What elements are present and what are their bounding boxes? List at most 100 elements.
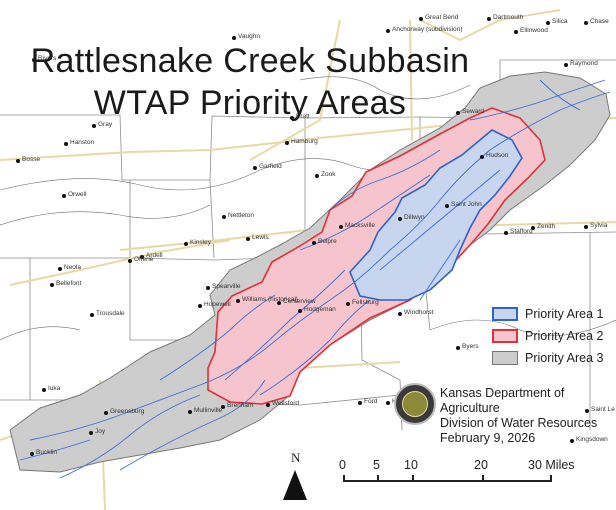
legend-swatch-priority-area-1: [492, 306, 518, 321]
scale-label: 30 Miles: [528, 458, 575, 472]
map-title-line-2: WTAP Priority Areas: [93, 84, 407, 122]
place-dot: [62, 194, 66, 198]
scale-line: [343, 480, 551, 482]
place-label: Macksville: [345, 222, 375, 229]
place-label: Zenith: [537, 223, 556, 230]
place-dot: [456, 111, 460, 115]
north-arrow: N: [282, 450, 312, 504]
place-label: Lewis: [252, 234, 269, 241]
place-dot: [42, 388, 46, 392]
north-label: N: [291, 450, 301, 465]
scale-tick: [412, 475, 414, 482]
place-dot: [188, 410, 192, 414]
place-label: Iuka: [48, 385, 61, 392]
credit-division: Division of Water Resources: [440, 416, 598, 430]
place-label: Raymond: [570, 60, 598, 67]
place-label: Wellsford: [272, 400, 299, 407]
place-label: Centerview: [283, 298, 316, 305]
place-dot: [277, 301, 281, 305]
place-dot: [90, 313, 94, 317]
stream: [0, 204, 211, 226]
place-dot: [92, 124, 96, 128]
priority-area-1-polygon: [349, 129, 523, 301]
scale-tick: [343, 475, 345, 482]
credit-date: February 9, 2026: [440, 431, 536, 445]
place-label: Gray: [98, 121, 113, 128]
place-label: Ellinwood: [520, 27, 548, 34]
legend-swatch-priority-area-2: [492, 328, 518, 343]
place-dot: [32, 58, 36, 62]
stream: [379, 169, 501, 271]
stream: [429, 319, 616, 336]
stream: [299, 174, 431, 251]
legend-swatch-priority-area-3: [492, 350, 518, 365]
place-dot: [184, 242, 188, 246]
place-dot: [285, 141, 289, 145]
place-dot: [206, 286, 210, 290]
place-dot: [584, 21, 588, 25]
place-dot: [480, 155, 484, 159]
stream: [299, 76, 471, 100]
place-label: Brenham: [227, 402, 254, 409]
place-dot: [346, 302, 350, 306]
place-label: Windhorst: [404, 309, 434, 316]
seal-inner: [402, 391, 428, 417]
place-label: Hopewell: [204, 301, 231, 308]
rivers-basin: [19, 79, 611, 479]
scale-tick: [550, 475, 552, 482]
place-dot: [564, 63, 568, 67]
legend-item-priority-area-2: Priority Area 2: [492, 326, 616, 345]
place-label: Trousdale: [96, 310, 125, 317]
place-label: Greensburg: [110, 408, 145, 415]
stream: [0, 326, 81, 341]
place-label: Hudson: [486, 152, 509, 159]
place-dot: [504, 231, 508, 235]
place-label: Sylvia: [590, 222, 608, 229]
place-dot: [585, 409, 589, 413]
place-label: Saint Le: [591, 406, 615, 413]
place-dot: [232, 36, 236, 40]
place-dot: [419, 17, 423, 21]
place-dot: [445, 204, 449, 208]
place-dot: [456, 346, 460, 350]
legend-label: Priority Area 2: [525, 328, 604, 343]
scale-label: 5: [373, 458, 380, 472]
scale-label: 0: [339, 458, 346, 472]
scale-tick: [482, 475, 484, 482]
place-dot: [315, 174, 319, 178]
scale-bar: 0 5 10 20 30 Miles: [336, 458, 616, 488]
place-dot: [58, 267, 62, 271]
stream: [539, 79, 581, 111]
place-dot: [312, 241, 316, 245]
place-label: Vaughn: [238, 33, 260, 40]
place-label: Pratt: [296, 113, 310, 120]
place-dot: [546, 21, 550, 25]
place-label: Ford: [364, 398, 378, 405]
county-line: [0, 114, 501, 181]
place-dot: [50, 283, 54, 287]
place-dot: [358, 401, 362, 405]
place-label: Offerle: [134, 256, 154, 263]
rattlesnake-creek: [29, 91, 611, 441]
place-label: Williams (historical): [242, 296, 298, 303]
place-dot: [222, 215, 226, 219]
rivers-outside: [0, 76, 616, 341]
place-label: Dartmouth: [493, 14, 524, 21]
stream: [59, 394, 201, 479]
place-label: Saint John: [451, 201, 482, 208]
place-dot: [386, 401, 390, 405]
place-dot: [398, 312, 402, 316]
road: [249, 19, 341, 161]
road: [9, 239, 231, 286]
place-dot: [298, 309, 302, 313]
place-dot: [30, 452, 34, 456]
place-label: Silica: [552, 18, 568, 25]
place-label: Mullinville: [194, 407, 223, 414]
place-label: Neola: [64, 264, 81, 271]
place-label: Kingsdown: [576, 436, 608, 443]
stream: [224, 269, 346, 381]
legend-item-priority-area-1: Priority Area 1: [492, 304, 616, 323]
place-label: Nettleton: [228, 212, 255, 219]
road: [409, 19, 413, 141]
